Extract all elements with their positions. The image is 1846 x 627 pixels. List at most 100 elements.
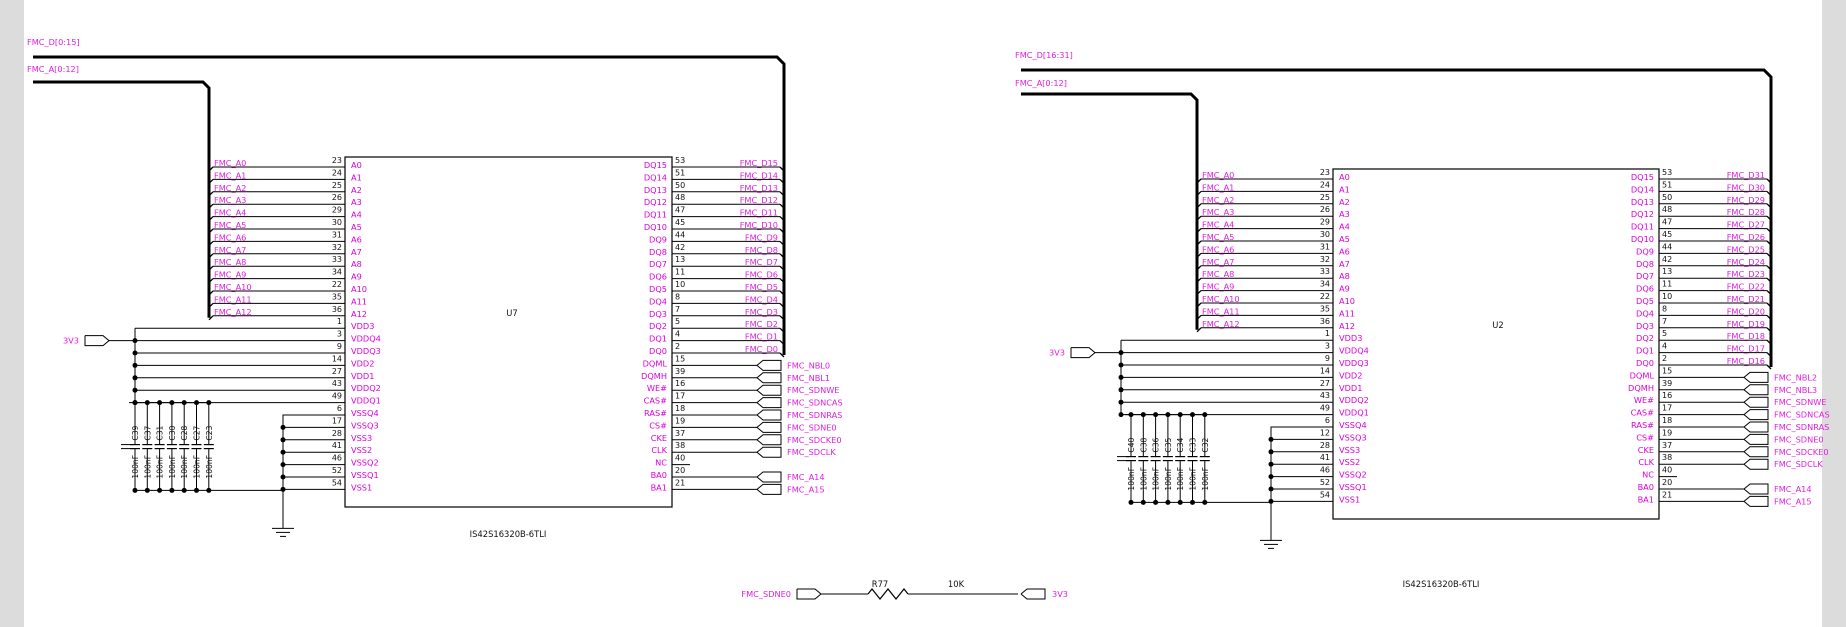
u7-pin-name: DQ1: [649, 334, 667, 344]
u2-pin-name: DQ13: [1631, 197, 1654, 207]
u7-pin-number: 24: [332, 168, 342, 177]
u2-ctrl-label: FMC_SDNRAS: [1774, 422, 1829, 432]
u2-data-net-label: FMC_D16: [1727, 356, 1765, 366]
u2-cap-value: 100nF: [1139, 467, 1148, 491]
u7-pin-name: A3: [351, 197, 362, 207]
u7-ctrl-port: [756, 483, 782, 495]
u2-pin-number: 21: [1662, 490, 1672, 499]
u2-vdd-junction: [1118, 399, 1124, 405]
u7-ctrl-label: FMC_SDCLK: [787, 447, 836, 457]
u7-data-net-label: FMC_D10: [740, 220, 778, 230]
u7-bus-entry: [779, 203, 785, 209]
u2-ctrl-label: FMC_NBL2: [1774, 372, 1817, 382]
u2-data-net-label: FMC_D17: [1727, 344, 1765, 354]
u2-pin-number: 51: [1662, 180, 1672, 189]
u2-pin-number: 16: [1662, 391, 1672, 400]
u7-pin-name: A11: [351, 296, 367, 306]
u7-ctrl-label: FMC_NBL1: [787, 373, 830, 383]
u2-pin-number: 6: [1325, 416, 1330, 425]
u2-body: [1332, 168, 1660, 520]
u2-pin-number: 11: [1662, 280, 1672, 289]
u2-cap-ref: C38: [1139, 437, 1148, 452]
u7-addr-bus: [33, 80, 211, 318]
u2-pin-name: A4: [1339, 222, 1350, 232]
u7-cap-value: 100nF: [131, 455, 140, 479]
u2-bus-entry: [1766, 240, 1772, 246]
u2-bus-entry: [1766, 290, 1772, 296]
u2-pin-name: A11: [1339, 308, 1355, 318]
u7-pin-name: DQ5: [649, 284, 667, 294]
u7-vdd-junction: [132, 350, 138, 356]
u2-data-net-label: FMC_D26: [1727, 232, 1765, 242]
u7-pin-name: VSS1: [351, 482, 372, 492]
u7-pin-name: A2: [351, 185, 362, 195]
u2-bus-entry: [1766, 252, 1772, 258]
u7-bus-entry: [779, 191, 785, 197]
u2-bus-entry: [1766, 327, 1772, 333]
u7-cap-value: 100nF: [143, 455, 152, 479]
u2-data-net-label: FMC_D25: [1727, 244, 1765, 254]
u7-pin-name: A8: [351, 259, 362, 269]
u7-data-net-label: FMC_D2: [745, 319, 778, 329]
u2-addr-net-label: FMC_A1: [1202, 182, 1234, 192]
u2-pin-name: DQ9: [1636, 246, 1654, 256]
u2-pin-number: 39: [1662, 379, 1672, 388]
u2-addr-net-label: FMC_A2: [1202, 195, 1234, 205]
u7-bus-entry: [208, 216, 214, 222]
u2-pin-number: 12: [1320, 428, 1330, 437]
u7-bus-entry: [208, 228, 214, 234]
u7-pin-name: DQ3: [649, 309, 667, 319]
u2-ctrl-label: FMC_A15: [1774, 496, 1812, 506]
u7-part-number: IS42S16320B-6TLI: [470, 529, 547, 539]
u2-pin-number: 36: [1320, 317, 1330, 326]
u7-pin-number: 29: [332, 206, 342, 215]
u7-vss-junction: [280, 474, 286, 480]
u2-cap-value: 100nF: [1152, 467, 1161, 491]
u2-ctrl-label: FMC_SDNE0: [1774, 434, 1824, 444]
u2-bus-entry: [1766, 178, 1772, 184]
u2-ctrl-port: [1743, 483, 1769, 495]
u2-pin-number: 46: [1320, 466, 1330, 475]
u7-pin-number: 2: [675, 342, 680, 351]
u2-pin-number: 7: [1662, 317, 1667, 326]
u2-pin-number: 4: [1662, 342, 1667, 351]
u2-cap-ref: C40: [1127, 437, 1136, 452]
u7-pin-number: 11: [675, 268, 685, 277]
u2-vss-junction: [1268, 436, 1274, 442]
u2-vdd-junction: [1118, 387, 1124, 393]
u7-pin-number: 54: [332, 478, 342, 487]
u7-pin-number: 50: [675, 181, 685, 190]
u2-data-net-label: FMC_D31: [1727, 170, 1765, 180]
u2-vdd-junction: [1118, 350, 1124, 356]
u7-body: [344, 156, 673, 508]
u2-vdd-junction: [1118, 362, 1124, 368]
u2-pin-number: 38: [1662, 453, 1672, 462]
u7-pin-name: A4: [351, 210, 362, 220]
u7-cap-value: 100nF: [193, 455, 202, 479]
u2-pin-name: DQ14: [1631, 184, 1654, 194]
u7-pin-name: A7: [351, 247, 362, 257]
u2-cap-ref: C34: [1176, 437, 1185, 452]
u2-pin-name: RAS#: [1631, 420, 1654, 430]
u7-data-net-label: FMC_D13: [740, 183, 778, 193]
u7-pin-name: DQ12: [644, 197, 667, 207]
u2-pin-name: VSSQ4: [1339, 420, 1367, 430]
u2-pin-name: VDD2: [1339, 370, 1362, 380]
u7-data-net-label: FMC_D1: [745, 332, 778, 342]
u2-pin-name: VSSQ2: [1339, 470, 1367, 480]
pullup-3v3-port: [1020, 588, 1046, 600]
u2-pin-name: A9: [1339, 284, 1350, 294]
u2-pin-name: A7: [1339, 259, 1350, 269]
u2-vss-junction: [1268, 461, 1274, 467]
u7-cap-ref: C28: [180, 425, 189, 440]
u7-ctrl-port: [756, 372, 782, 384]
u7-pin-name: A6: [351, 234, 362, 244]
u2-addr-net-label: FMC_A11: [1202, 306, 1240, 316]
u7-data-net-label: FMC_D12: [740, 195, 778, 205]
u2-bus-entry: [1766, 352, 1772, 358]
u2-pin-number: 28: [1320, 441, 1330, 450]
u7-pin-number: 17: [332, 416, 342, 425]
u2-bus-entry: [1766, 190, 1772, 196]
u2-cap-ref: C36: [1152, 437, 1161, 452]
